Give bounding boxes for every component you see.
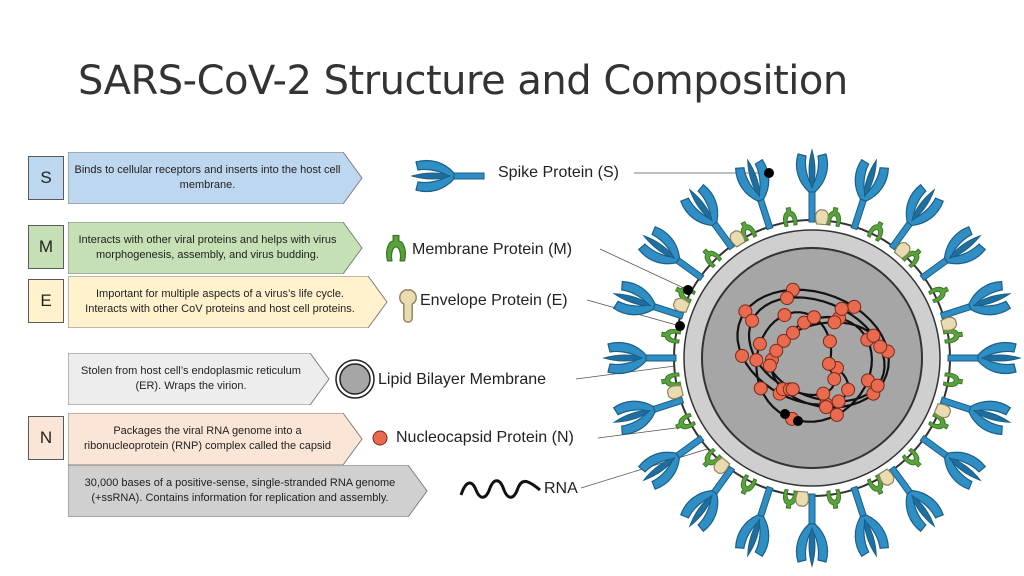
pointer-dot (780, 409, 790, 419)
label-lipid-bilayer: Lipid Bilayer Membrane (378, 371, 547, 388)
nucleocapsid-protein (786, 325, 801, 340)
nucleocapsid-protein (752, 336, 767, 351)
rna-legend-icon (459, 479, 541, 499)
nucleocapsid-protein (841, 382, 856, 397)
membrane-legend-icon (385, 234, 407, 262)
pointer-dot (683, 285, 693, 295)
spike-protein (838, 154, 892, 235)
arrow-box-nucleocapsid: Packages the viral RNA genome into a rib… (68, 413, 363, 465)
nucleocapsid-protein (735, 348, 750, 363)
label-rna: RNA (544, 480, 578, 497)
pointer-dot (764, 168, 774, 178)
nucleocapsid-protein (762, 358, 777, 373)
arrow-box-lipid: Stolen from host cell’s endoplasmic reti… (68, 353, 330, 405)
spike-protein (838, 481, 892, 562)
spike-protein (676, 458, 746, 536)
letter-box-s: S (28, 156, 64, 200)
nucleocapsid-protein (870, 378, 885, 393)
membrane-description: Interacts with other viral proteins and … (78, 234, 337, 261)
letter-box-n: N (28, 416, 64, 460)
nucleocapsid-protein (780, 291, 795, 306)
arrow-box-envelope: Important for multiple aspects of a viru… (68, 276, 388, 328)
nucleocapsid-protein (745, 313, 760, 328)
arrow-box-membrane: Interacts with other viral proteins and … (68, 222, 363, 274)
nucleocapsid-protein (873, 339, 888, 354)
arrow-box-spike: Binds to cellular receptors and inserts … (68, 152, 363, 204)
envelope-protein (814, 208, 830, 226)
nucleocapsid-protein (769, 343, 784, 358)
nucleocapsid-protein (831, 394, 846, 409)
spike-protein (676, 180, 746, 258)
nucleocapsid-protein (834, 301, 849, 316)
rna-description: 30,000 bases of a positive-sense, single… (84, 477, 396, 504)
nucleocapsid-description: Packages the viral RNA genome into a rib… (83, 425, 331, 452)
nucleocapsid-protein (749, 353, 764, 368)
spike-protein (634, 222, 712, 292)
label-spike-protein: Spike Protein (S) (498, 164, 619, 181)
label-membrane-protein: Membrane Protein (M) (412, 241, 573, 258)
nucleocapsid-protein (821, 356, 836, 371)
nucleocapsid-protein (785, 382, 800, 397)
spike-protein (878, 458, 948, 536)
nucleocapsid-protein (816, 386, 831, 401)
nucleocapsid-legend-icon (372, 430, 388, 446)
spike-legend-icon (411, 159, 485, 193)
nucleocapsid-protein (847, 299, 862, 314)
spike-protein (732, 154, 786, 235)
nucleocapsid-protein (829, 407, 844, 422)
pointer-dot (675, 321, 685, 331)
lipid-legend-icon (335, 359, 375, 399)
spike-protein (912, 424, 990, 494)
nucleocapsid-protein (753, 381, 768, 396)
nucleocapsid-protein (866, 328, 881, 343)
lipid-description: Stolen from host cell’s endoplasmic reti… (81, 365, 301, 392)
label-envelope-protein: Envelope Protein (E) (420, 292, 568, 309)
nucleocapsid-protein (777, 308, 792, 323)
spike-protein (912, 222, 990, 292)
arrow-box-rna: 30,000 bases of a positive-sense, single… (68, 465, 428, 517)
nucleocapsid-protein (827, 372, 842, 387)
label-nucleocapsid-protein: Nucleocapsid Protein (N) (396, 429, 574, 446)
nucleocapsid-protein (827, 315, 842, 330)
nucleocapsid-protein (738, 304, 753, 319)
letter-box-m: M (28, 225, 64, 269)
envelope-protein (794, 490, 810, 508)
envelope-legend-icon (399, 289, 417, 323)
virion (603, 149, 1021, 567)
pointer-dot (793, 416, 803, 426)
spike-description: Binds to cellular receptors and inserts … (74, 164, 341, 191)
virion-core (701, 247, 923, 469)
spike-protein (732, 481, 786, 562)
nucleocapsid-protein (819, 400, 834, 415)
envelope-description: Important for multiple aspects of a viru… (85, 288, 355, 315)
nucleocapsid-protein (822, 334, 837, 349)
nucleocapsid-protein (776, 333, 791, 348)
spike-protein (947, 341, 1021, 375)
spike-protein (878, 180, 948, 258)
spike-protein (603, 341, 677, 375)
spike-protein (634, 424, 712, 494)
nucleocapsid-protein (807, 310, 822, 325)
page-title: SARS-CoV-2 Structure and Composition (78, 58, 848, 104)
letter-box-e: E (28, 279, 64, 323)
